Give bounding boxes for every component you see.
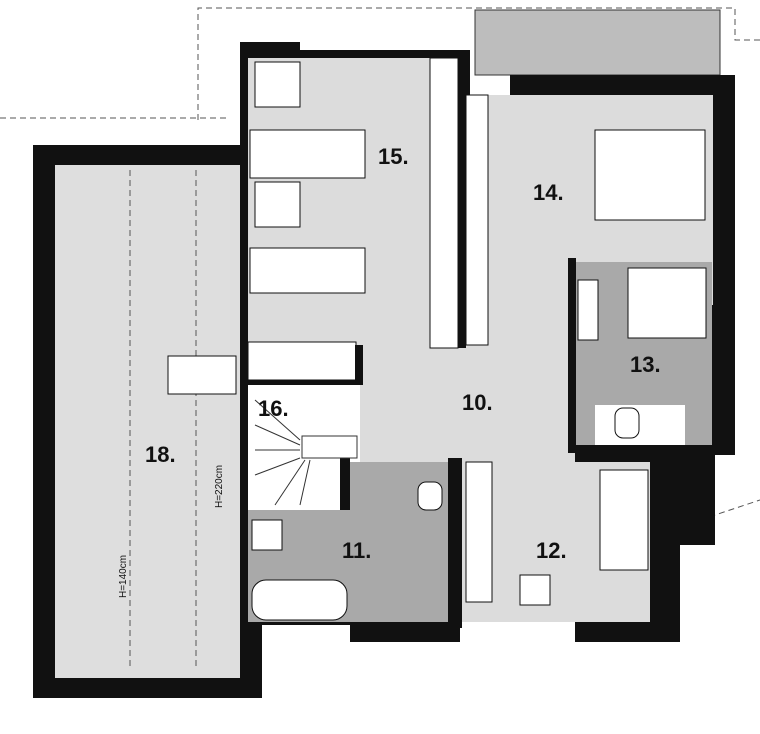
desk-lower	[254, 181, 301, 228]
furniture	[249, 61, 707, 621]
wc-area	[595, 405, 685, 445]
chimney	[167, 355, 237, 395]
room-label-12: 12.	[536, 538, 567, 563]
bed-lower	[249, 247, 366, 294]
bed-12	[599, 469, 649, 571]
room-label-10: 10.	[462, 390, 493, 415]
room-label-13: 13.	[630, 352, 661, 377]
room-label-14: 14.	[533, 180, 564, 205]
toilet-13	[614, 407, 640, 439]
stairs	[254, 399, 358, 506]
corner-bath	[627, 267, 707, 339]
double-bed	[594, 129, 706, 221]
balcony	[474, 9, 721, 76]
chair-12	[519, 574, 551, 606]
height-mark-220: H=220cm	[214, 465, 225, 508]
bathtub	[251, 579, 348, 621]
shower	[251, 519, 283, 551]
toilet-11	[417, 481, 443, 511]
wardrobe	[247, 341, 357, 381]
washbasins	[577, 279, 599, 341]
room-label-11: 11.	[342, 538, 371, 563]
room-18	[55, 165, 240, 678]
bed-upper	[249, 129, 366, 179]
internal-walls	[340, 57, 715, 628]
room-label-18: 18.	[145, 442, 176, 467]
room-label-16: 16.	[258, 396, 289, 421]
room-label-15: 15.	[378, 144, 409, 169]
height-mark-140: H=140cm	[118, 555, 129, 598]
desk-upper	[254, 61, 301, 108]
